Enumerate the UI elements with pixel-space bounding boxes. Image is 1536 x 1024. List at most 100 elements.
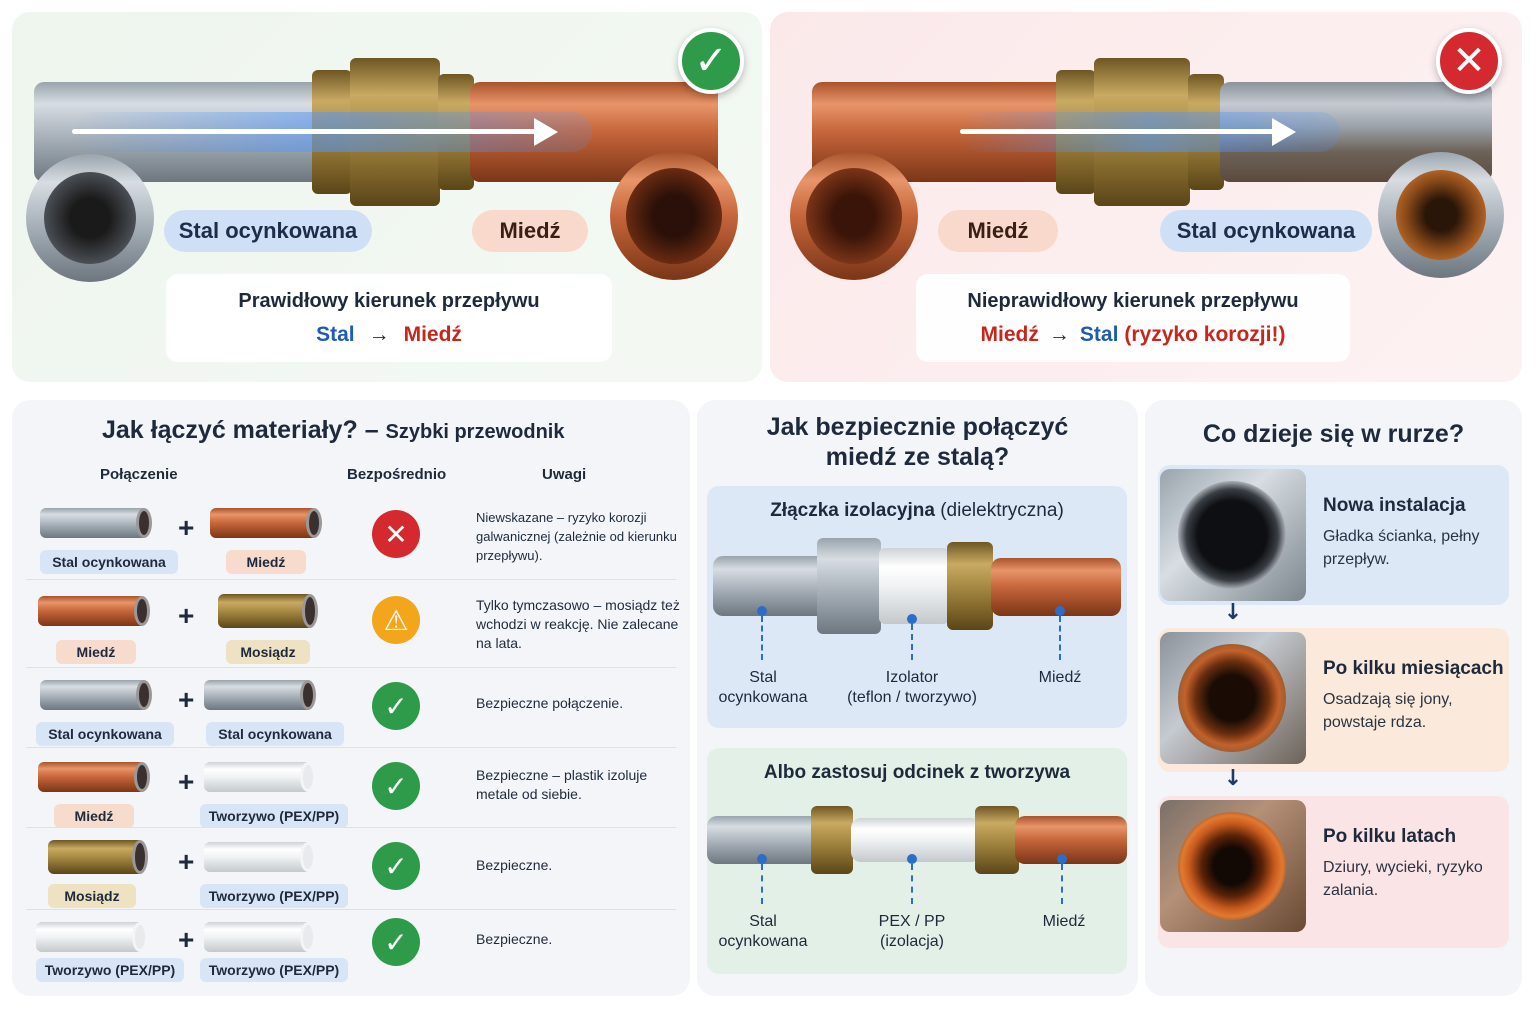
- marker-line: [1059, 616, 1061, 660]
- plastic-section-title: Albo zastosuj odcinek z tworzywa: [763, 762, 1071, 783]
- arrow-down-icon: ↓: [1223, 600, 1243, 625]
- label-insulator: Izolator (teflon / tworzywo): [847, 669, 977, 706]
- marker-dot: [907, 854, 917, 864]
- material-a: Stal ocynkowana: [36, 722, 174, 746]
- check-icon: ✓: [372, 842, 420, 890]
- column-notes: Uwagi: [542, 466, 587, 483]
- safe-connection-panel: Jak bezpiecznie połączyć miedź ze stalą?…: [697, 400, 1138, 996]
- flow-arrow-icon: →: [1048, 322, 1070, 346]
- pipe-inside-panel: Co dzieje się w rurze? Nowa instalacja G…: [1145, 400, 1522, 996]
- row-note: Tylko tymczasowo – mosiądz też wchodzi w…: [476, 597, 680, 651]
- plus-sign: +: [178, 600, 195, 631]
- marker-line: [761, 616, 763, 660]
- copper-pipe-end: [790, 152, 918, 280]
- column-direct: Bezpośrednio: [347, 466, 447, 483]
- copper-pipe: [1015, 816, 1127, 864]
- steel-nut: [817, 538, 881, 634]
- marker-line: [911, 864, 913, 904]
- row-note: Bezpieczne połączenie.: [476, 695, 624, 711]
- copper-pipe-icon: [38, 596, 150, 626]
- brass-fitting: [975, 806, 1019, 874]
- material-a: Tworzywo (PEX/PP): [36, 958, 184, 982]
- marker-line: [1061, 864, 1063, 904]
- galvanized-pipe-end: [26, 154, 154, 282]
- plastic-section-box: Albo zastosuj odcinek z tworzywa Stal oc…: [707, 748, 1127, 974]
- stage-text: Dziury, wycieki, ryzyko zalania.: [1323, 859, 1483, 899]
- dielectric-union-title: Złączka izolacyjna (dielektryczna): [770, 500, 1064, 521]
- brass-fitting-icon: [218, 594, 318, 628]
- inside-title: Co dzieje się w rurze?: [1202, 420, 1465, 448]
- table-row: Stal ocynkowana + Stal ocynkowana ✓ Bezp…: [26, 668, 676, 748]
- material-b: Tworzywo (PEX/PP): [200, 804, 348, 828]
- stage-title: Po kilku miesiącach: [1323, 658, 1504, 679]
- arrow-down-icon: ↓: [1223, 766, 1243, 791]
- plastic-pipe-icon: [204, 922, 316, 952]
- label-copper: Miedź: [1038, 669, 1082, 686]
- pipe-cross-section-years: [1160, 800, 1306, 932]
- dielectric-union-box: Złączka izolacyjna (dielektryczna) Stal …: [707, 486, 1127, 728]
- flow-arrow-head: [534, 118, 558, 146]
- stage-years: Po kilku latach Dziury, wycieki, ryzyko …: [1158, 796, 1509, 948]
- info-title: Prawidłowy kierunek przepływu: [238, 289, 540, 312]
- check-icon: ✓: [372, 918, 420, 966]
- label-copper: Miedź: [472, 210, 588, 252]
- cross-icon: ✕: [372, 510, 420, 558]
- pipe-cross-section-months: [1160, 632, 1306, 764]
- table-row: Stal ocynkowana + Miedź ✕ Niewskazane – …: [26, 496, 677, 580]
- material-b: Stal ocynkowana: [206, 722, 344, 746]
- flow-warning: (ryzyko korozji!): [1124, 322, 1286, 346]
- row-note: Bezpieczne.: [476, 931, 553, 947]
- brass-nut: [947, 542, 993, 630]
- table-row: Tworzywo (PEX/PP) + Tworzywo (PEX/PP) ✓ …: [26, 910, 676, 986]
- material-b: Tworzywo (PEX/PP): [200, 958, 348, 982]
- check-icon: ✓: [678, 28, 744, 94]
- flow-to: Miedź: [403, 322, 462, 346]
- flow-direction: Miedź → Stal (ryzyko korozji!): [981, 323, 1286, 347]
- flow-to: Stal: [1079, 322, 1119, 346]
- material-guide-panel: Jak łączyć materiały? – Szybki przewodni…: [12, 400, 690, 996]
- copper-pipe-icon: [38, 762, 150, 792]
- galvanized-pipe: [713, 556, 833, 616]
- marker-dot: [757, 606, 767, 616]
- row-note: Bezpieczne – plastik izoluje metale od s…: [476, 767, 648, 802]
- label-steel: Stal ocynkowana: [718, 669, 808, 706]
- flow-direction: Stal → Miedź: [316, 323, 462, 347]
- brass-fitting-icon: [48, 840, 148, 874]
- info-title: Nieprawidłowy kierunek przepływu: [967, 289, 1299, 312]
- label-galvanized-steel: Stal ocynkowana: [164, 210, 372, 252]
- pipe-cross-section-new: [1160, 469, 1306, 601]
- plus-sign: +: [178, 766, 195, 797]
- marker-dot: [1055, 606, 1065, 616]
- copper-pipe-icon: [210, 508, 322, 538]
- flow-from: Stal: [316, 322, 355, 346]
- table-row: Miedź + Mosiądz ⚠ Tylko tymczasowo – mos…: [26, 580, 680, 668]
- marker-line: [911, 624, 913, 660]
- material-a: Miedź: [56, 640, 136, 664]
- wrong-flow-info: Nieprawidłowy kierunek przepływu Miedź →…: [916, 274, 1350, 362]
- label-copper: Miedź: [938, 210, 1058, 252]
- flow-from: Miedź: [980, 322, 1039, 346]
- stage-new: Nowa instalacja Gładka ścianka, pełny pr…: [1158, 465, 1509, 605]
- marker-line: [761, 864, 763, 904]
- plus-sign: +: [178, 846, 195, 877]
- correct-flow-panel: ✓ Stal ocynkowana Miedź Prawidłowy kieru…: [12, 12, 762, 382]
- stage-text: Osadzają się jony, powstaje rdza.: [1323, 691, 1453, 731]
- stage-title: Po kilku latach: [1323, 826, 1457, 847]
- flow-arrow-icon: →: [368, 322, 390, 346]
- safe-title: Jak bezpiecznie połączyć miedź ze stalą?: [766, 413, 1069, 471]
- label-pex: PEX / PP (izolacja): [878, 913, 946, 950]
- table-row: Miedź + Tworzywo (PEX/PP) ✓ Bezpieczne –…: [26, 748, 676, 828]
- brass-fitting: [811, 806, 853, 874]
- check-icon: ✓: [372, 682, 420, 730]
- material-b: Miedź: [226, 550, 306, 574]
- material-b: Mosiądz: [226, 640, 310, 664]
- galvanized-pipe-icon: [40, 680, 152, 710]
- pex-pipe: [851, 818, 981, 862]
- stage-months: Po kilku miesiącach Osadzają się jony, p…: [1158, 628, 1509, 772]
- marker-dot: [907, 614, 917, 624]
- label-copper: Miedź: [1042, 913, 1086, 930]
- flow-arrow-line: [72, 129, 542, 134]
- check-icon: ✓: [372, 762, 420, 810]
- plastic-pipe-icon: [36, 922, 148, 952]
- material-b: Tworzywo (PEX/PP): [200, 884, 348, 908]
